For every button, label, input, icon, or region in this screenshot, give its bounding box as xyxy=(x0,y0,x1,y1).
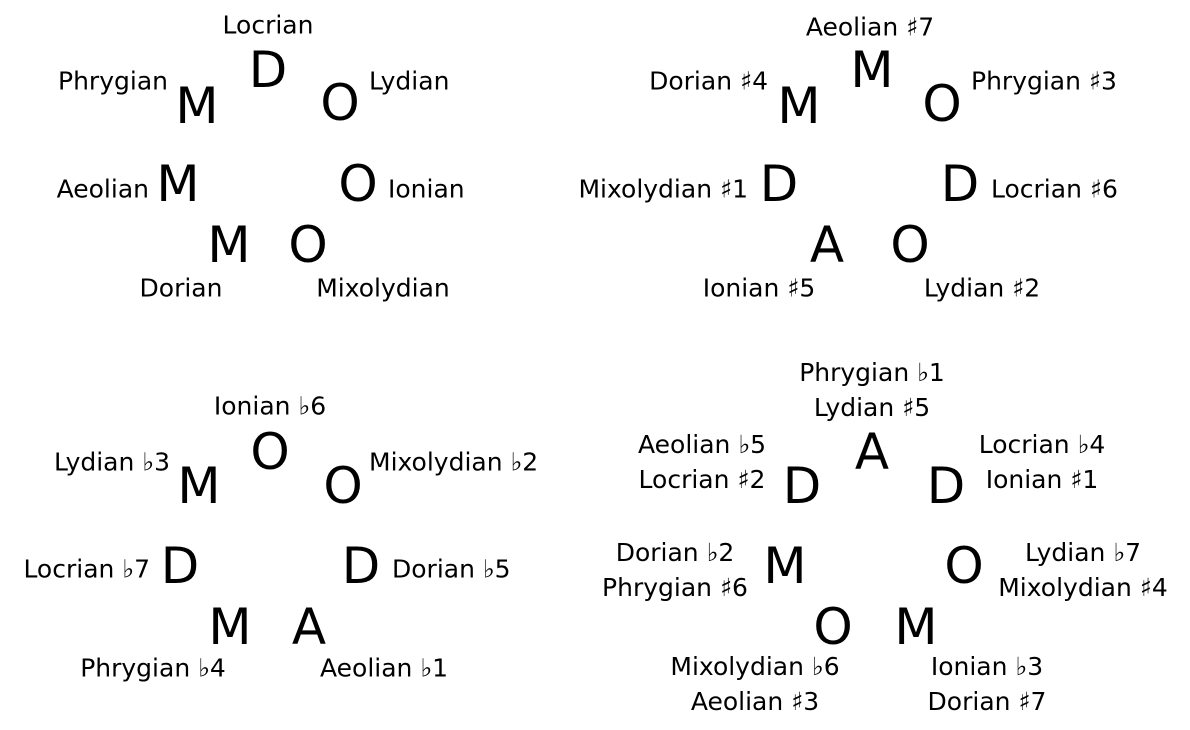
mode-label: Lydian ♯2 xyxy=(923,273,1041,303)
wheel-letter: M xyxy=(777,77,821,135)
wheel-letter: D xyxy=(160,537,200,595)
wheel-letter: M xyxy=(208,598,252,656)
wheel-letter: A xyxy=(854,423,890,481)
wheel-letter: O xyxy=(320,74,360,132)
mode-label: Ionian ♭6 xyxy=(213,391,327,421)
mode-label: Aeolian ♭1 xyxy=(319,653,449,683)
wheel-letter: O xyxy=(288,216,328,274)
mode-label: Mixolydian ♯1 xyxy=(578,174,748,204)
wheel-letter: M xyxy=(175,77,219,135)
mode-label: Phrygian ♭4 xyxy=(80,653,226,683)
mode-label: Dorian xyxy=(139,273,223,303)
mode-label: Lydian xyxy=(369,66,450,96)
wheel-letter: D xyxy=(341,537,381,595)
mode-label: Dorian ♯4 xyxy=(649,66,768,96)
wheel-letter: D xyxy=(759,155,799,213)
wheel-letter: M xyxy=(763,537,807,595)
wheel-letter: O xyxy=(944,537,984,595)
wheel-letter: A xyxy=(809,216,845,274)
mode-label: Locrian ♯6 xyxy=(991,174,1118,204)
wheel-letter: O xyxy=(338,155,378,213)
wheel-letter: M xyxy=(177,457,221,515)
mode-label: Dorian ♭5 xyxy=(392,554,511,584)
mode-label: Ionian xyxy=(388,174,465,204)
mode-label: Phrygian ♯3 xyxy=(971,66,1117,96)
wheel-letter: D xyxy=(940,155,980,213)
mode-label: Locrian ♭7 xyxy=(23,554,150,584)
wheel-letter: M xyxy=(894,598,938,656)
wheel-letter: O xyxy=(323,457,363,515)
wheel-letter: M xyxy=(850,41,894,99)
wheel-letter: A xyxy=(291,598,327,656)
wheel-letter: O xyxy=(250,423,290,481)
wheel-letter: M xyxy=(207,216,251,274)
wheel-letter: O xyxy=(922,75,962,133)
mode-label: Aeolian xyxy=(56,174,149,204)
mode-label: Phrygian xyxy=(58,66,168,96)
mode-label: Ionian ♯5 xyxy=(702,273,816,303)
mode-label: Locrian xyxy=(222,10,314,40)
wheel-letter: D xyxy=(926,457,966,515)
wheel-letter: O xyxy=(890,216,930,274)
mode-label: Lydian ♭3 xyxy=(53,447,170,477)
wheel-letter: M xyxy=(156,155,200,213)
wheel-letter: O xyxy=(813,598,853,656)
wheel-letter: D xyxy=(248,41,288,99)
mode-label: Aeolian ♯7 xyxy=(805,12,935,42)
mode-label: Mixolydian ♭2 xyxy=(369,447,539,477)
mode-label: Mixolydian xyxy=(316,273,450,303)
wheel-letter: D xyxy=(782,457,822,515)
